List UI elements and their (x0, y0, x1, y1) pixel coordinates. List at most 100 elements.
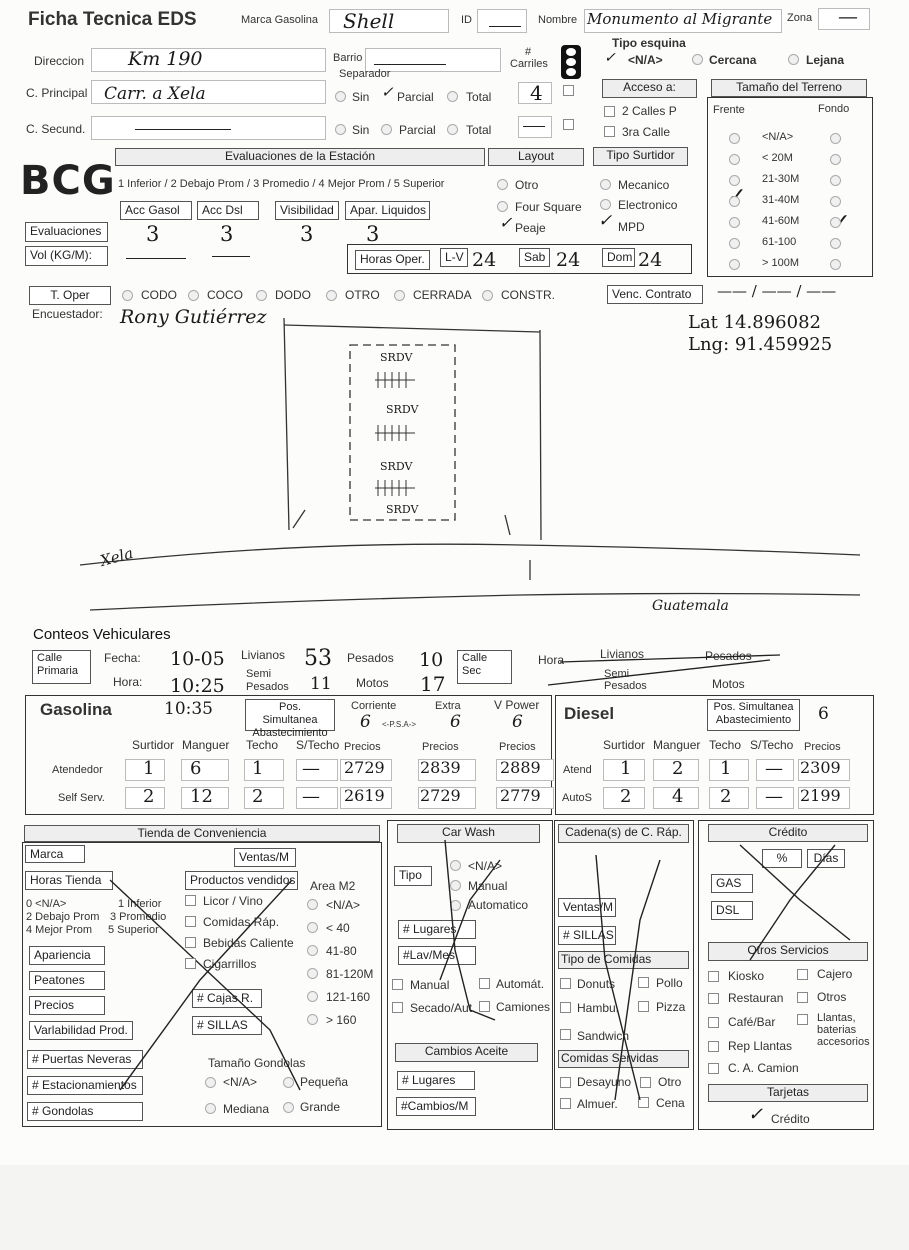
carriles-check[interactable] (563, 85, 574, 96)
sep-total[interactable]: Total (466, 90, 492, 104)
terreno-frente-radio[interactable] (729, 175, 740, 186)
cw-camiones-check[interactable] (479, 1001, 490, 1012)
cad-otro-check[interactable] (640, 1077, 651, 1088)
layout-otro-radio[interactable] (497, 179, 508, 190)
terreno-frente-radio[interactable] (729, 217, 740, 228)
terreno-frente-radio[interactable] (729, 259, 740, 270)
layout-peaje[interactable]: Peaje (515, 221, 546, 235)
cw-manual-radio[interactable] (450, 880, 461, 891)
toper-option[interactable]: CERRADA (413, 288, 472, 302)
surt-elec-radio[interactable] (600, 199, 611, 210)
cad-hambu-check[interactable] (560, 1002, 571, 1013)
layout-otro[interactable]: Otro (515, 178, 539, 192)
toper-radio[interactable] (482, 290, 493, 301)
otros-servicio-check[interactable] (797, 992, 808, 1003)
cad-cena-check[interactable] (638, 1097, 649, 1108)
tienda-area-option[interactable]: < 40 (326, 921, 350, 935)
tienda-area-option[interactable]: <N/A> (326, 898, 361, 912)
otros-servicio-check[interactable] (797, 969, 808, 980)
sep-sin-radio[interactable] (335, 91, 346, 102)
sep2-sin[interactable]: Sin (352, 123, 370, 137)
dsl-cell-field[interactable] (798, 787, 850, 809)
gond-peq-radio[interactable] (283, 1077, 294, 1088)
gas-cell-field[interactable] (340, 787, 392, 809)
terreno-fondo-radio[interactable] (830, 217, 841, 228)
cw-automat-check[interactable] (479, 978, 490, 989)
barrio-field[interactable] (365, 48, 501, 72)
cad-pizza-check[interactable] (638, 1001, 649, 1012)
sep2-parcial-radio[interactable] (381, 124, 392, 135)
sep2-parcial[interactable]: Parcial (399, 123, 436, 137)
tienda-area-radio[interactable] (307, 968, 318, 979)
gas-cell-field[interactable] (496, 787, 554, 809)
cw-manual-check[interactable] (392, 979, 403, 990)
terreno-frente-radio[interactable] (729, 133, 740, 144)
tienda-area-option[interactable]: 81-120M (326, 967, 374, 981)
otros-servicio-check[interactable] (708, 1063, 719, 1074)
surt-mec-radio[interactable] (600, 179, 611, 190)
cad-sandwich-check[interactable] (560, 1029, 571, 1040)
tienda-area-radio[interactable] (307, 945, 318, 956)
gond-med-radio[interactable] (205, 1103, 216, 1114)
gond-gran[interactable]: Grande (300, 1100, 341, 1114)
toper-option[interactable]: OTRO (345, 288, 380, 302)
gond-med[interactable]: Mediana (223, 1102, 270, 1116)
marca-field[interactable] (329, 9, 449, 33)
tarjeta-credito[interactable]: Crédito (771, 1112, 810, 1126)
sep2-total-radio[interactable] (447, 124, 458, 135)
tienda-area-radio[interactable] (307, 991, 318, 1002)
toper-radio[interactable] (122, 290, 133, 301)
dsl-cell-field[interactable] (653, 787, 699, 809)
tienda-area-radio[interactable] (307, 1014, 318, 1025)
tienda-product-check[interactable] (185, 895, 196, 906)
gond-na-radio[interactable] (205, 1077, 216, 1088)
surt-mec[interactable]: Mecanico (618, 178, 670, 192)
tienda-product-check[interactable] (185, 916, 196, 927)
gas-cell-field[interactable] (418, 787, 476, 809)
carriles2-field[interactable] (518, 116, 552, 138)
nombre-field[interactable] (584, 9, 782, 33)
gas-cell-field[interactable] (496, 759, 554, 781)
sep-sin[interactable]: Sin (352, 90, 370, 104)
cad-almuer-check[interactable] (560, 1098, 571, 1109)
toper-option[interactable]: CONSTR. (501, 288, 555, 302)
dsl-cell-field[interactable] (756, 759, 794, 781)
tienda-area-radio[interactable] (307, 922, 318, 933)
carriles-field[interactable] (518, 82, 552, 104)
esquina-lejana[interactable]: Lejana (806, 53, 845, 67)
gas-cell-field[interactable] (181, 759, 229, 781)
acceso-3ra-check[interactable] (604, 126, 615, 137)
esquina-cercana-radio[interactable] (692, 54, 703, 65)
sep-parcial[interactable]: Parcial (397, 90, 434, 104)
terreno-fondo-radio[interactable] (830, 259, 841, 270)
gas-cell-field[interactable] (181, 787, 229, 809)
tienda-area-option[interactable]: > 160 (326, 1013, 357, 1027)
terreno-frente-radio[interactable] (729, 196, 740, 207)
toper-radio[interactable] (394, 290, 405, 301)
sep2-total[interactable]: Total (466, 123, 492, 137)
toper-option[interactable]: COCO (207, 288, 243, 302)
terreno-fondo-radio[interactable] (830, 238, 841, 249)
cw-secado-check[interactable] (392, 1002, 403, 1013)
otros-servicio-check[interactable] (708, 971, 719, 982)
sep2-sin-radio[interactable] (335, 124, 346, 135)
dsl-cell-field[interactable] (653, 759, 699, 781)
direccion-field[interactable] (91, 48, 326, 72)
carriles2-check[interactable] (563, 119, 574, 130)
toper-option[interactable]: CODO (141, 288, 177, 302)
toper-radio[interactable] (326, 290, 337, 301)
gas-cell-field[interactable] (125, 759, 165, 781)
dsl-cell-field[interactable] (709, 759, 749, 781)
cad-donuts-check[interactable] (560, 978, 571, 989)
terreno-fondo-radio[interactable] (830, 154, 841, 165)
id-field[interactable] (477, 9, 527, 33)
terreno-frente-radio[interactable] (729, 238, 740, 249)
dsl-cell-field[interactable] (756, 787, 794, 809)
gas-cell-field[interactable] (418, 759, 476, 781)
otros-servicio-check[interactable] (797, 1014, 808, 1025)
esquina-cercana[interactable]: Cercana (709, 53, 757, 67)
dsl-cell-field[interactable] (603, 787, 645, 809)
toper-option[interactable]: DODO (275, 288, 311, 302)
toper-radio[interactable] (256, 290, 267, 301)
gas-cell-field[interactable] (244, 787, 284, 809)
